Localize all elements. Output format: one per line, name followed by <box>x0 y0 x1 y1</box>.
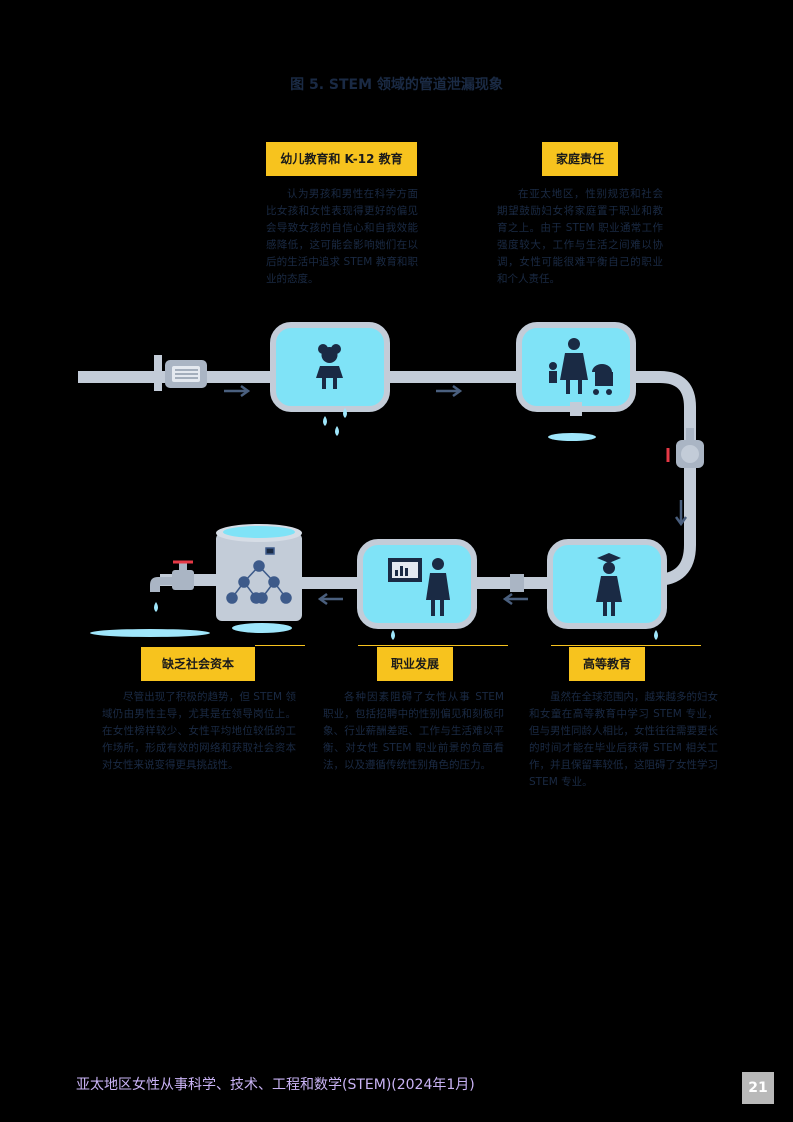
graduate-woman-icon <box>596 553 622 616</box>
stage-bubble-early <box>270 322 390 436</box>
stage-bubble-family <box>516 322 636 441</box>
stage-label-higher: 高等教育 <box>569 647 645 681</box>
water-drop-icon <box>391 630 395 640</box>
stage-text-social: 尽管出现了积极的趋势，但 STEM 领域仍由男性主导，尤其是在领导岗位上。在女性… <box>102 691 296 771</box>
pipe-joint <box>510 574 524 592</box>
woman-presenter-icon <box>388 558 450 616</box>
faucet-icon <box>90 560 210 637</box>
arrow-left-icon <box>317 592 343 606</box>
stage-label-family: 家庭责任 <box>542 142 618 176</box>
label-rule <box>358 645 508 646</box>
water-drop-icon <box>654 630 658 640</box>
page-number: 21 <box>742 1072 774 1104</box>
mother-with-children-icon <box>549 338 613 395</box>
network-tank-icon <box>216 524 302 633</box>
arrow-right-icon <box>436 384 463 398</box>
valve-icon <box>666 428 704 468</box>
water-drop-icon <box>323 408 347 436</box>
stage-label-early: 幼儿教育和 K-12 教育 <box>266 142 417 176</box>
figure-title: 图 5. STEM 领域的管道泄漏现象 <box>290 77 503 93</box>
label-rule <box>255 645 305 646</box>
label-rule <box>551 645 701 646</box>
arrow-right-icon <box>224 384 251 398</box>
stage-text-family: 在亚太地区，性别规范和社会期望鼓励妇女将家庭置于职业和教育之上。由于 STEM … <box>497 188 663 285</box>
girl-child-icon <box>316 344 343 389</box>
stage-text-higher: 虽然在全球范围内，越来越多的妇女和女童在高等教育中学习 STEM 专业，但与男性… <box>529 691 718 788</box>
water-puddle <box>548 433 596 441</box>
arrow-down-icon <box>674 500 688 527</box>
stage-bubble-career <box>357 539 477 640</box>
stage-text-career: 各种因素阻碍了女性从事 STEM 职业，包括招聘中的性别偏见和刻板印象、行业薪酬… <box>323 691 504 771</box>
footer-title: 亚太地区女性从事科学、技术、工程和数学(STEM)(2024年1月) <box>76 1077 475 1093</box>
stage-bubble-higher <box>547 539 667 640</box>
stage-label-social: 缺乏社会资本 <box>141 647 255 681</box>
stage-text-early: 认为男孩和男性在科学方面比女孩和女性表现得更好的偏见会导致女孩的自信心和自我效能… <box>266 188 418 285</box>
arrow-left-icon <box>502 592 528 606</box>
water-pump-icon <box>154 355 207 391</box>
stage-label-career: 职业发展 <box>377 647 453 681</box>
